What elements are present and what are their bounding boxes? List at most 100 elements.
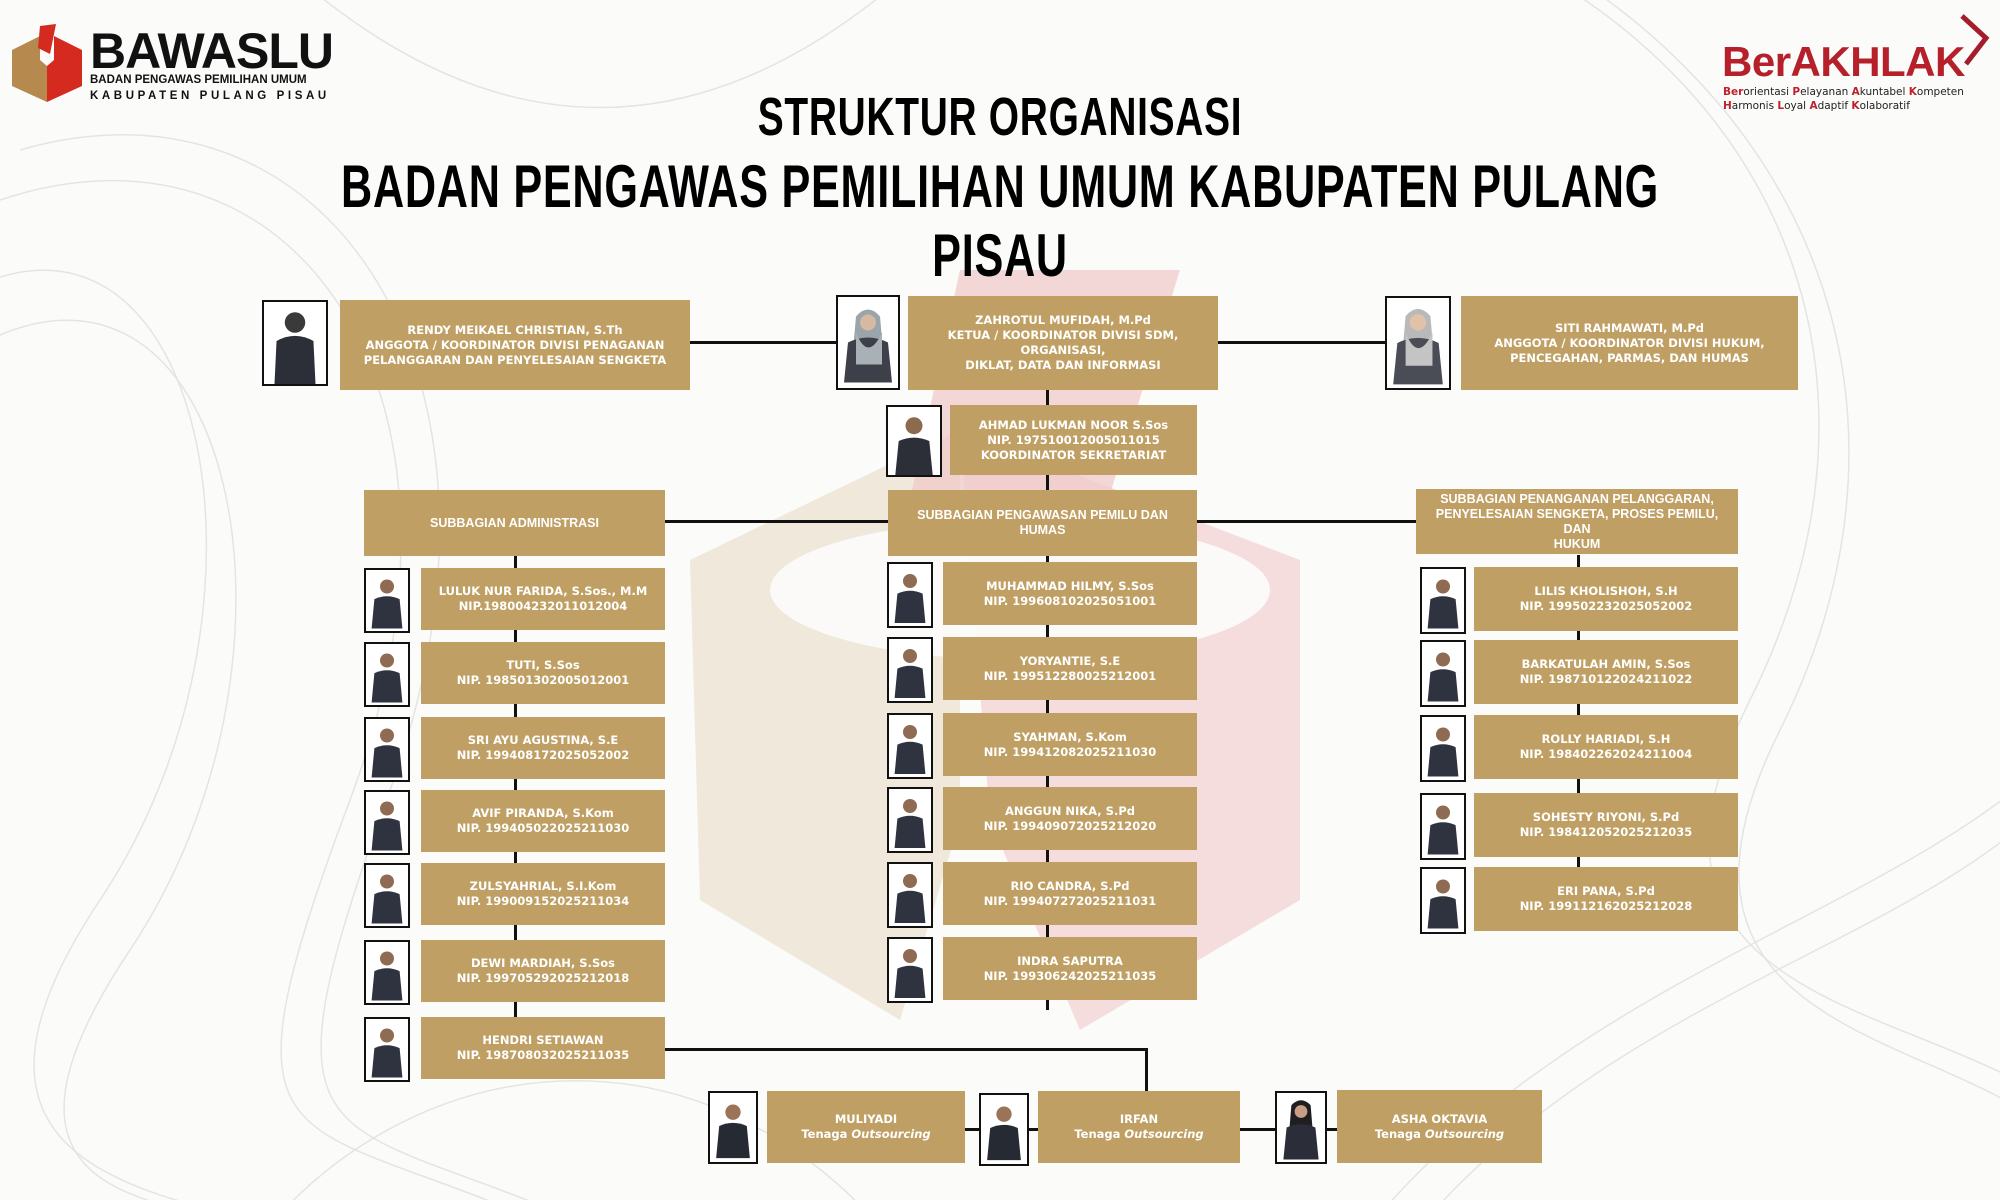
member-name: ZULSYAHRIAL, S.I.Kom — [469, 879, 617, 893]
member-nip: NIP. 199705292025212018 — [456, 971, 630, 985]
member-nip: NIP.198004232011012004 — [458, 599, 628, 613]
avatar — [262, 300, 328, 386]
member-name: ANGGUN NIKA, S.Pd — [1005, 803, 1135, 818]
avatar — [364, 940, 410, 1005]
bawaslu-subtitle: BADAN PENGAWAS PEMILIHAN UMUM — [90, 74, 307, 86]
member-name: SOHESTY RIYONI, S.Pd — [1532, 810, 1680, 824]
avatar — [979, 1093, 1029, 1166]
member-name: MUHAMMAD HILMY, S.Sos — [986, 578, 1154, 593]
member-name: BARKATULAH AMIN, S.Sos — [1521, 657, 1691, 671]
member-name: INDRA SAPUTRA — [1017, 953, 1123, 968]
subdivision-header-penanganan: SUBBAGIAN PENANGANAN PELANGGARAN,PENYELE… — [1416, 489, 1738, 554]
member-nip: NIP. 198710122024211022 — [1519, 672, 1693, 686]
chevron-right-icon — [1960, 14, 1990, 66]
member-name: HENDRI SETIAWAN — [482, 1033, 604, 1047]
member-nip: NIP. 198501302005012001 — [456, 673, 630, 687]
avatar — [887, 862, 933, 928]
avatar — [887, 713, 933, 779]
avatar — [364, 790, 410, 855]
subdivision-header-administrasi: SUBBAGIAN ADMINISTRASI — [364, 490, 665, 556]
member-nip: NIP. 199306242025211035 — [983, 968, 1157, 983]
avatar — [887, 562, 933, 628]
member-nip: NIP. 198708032025211035 — [456, 1048, 630, 1062]
member-nip: NIP. 199502232025052002 — [1519, 599, 1693, 613]
avatar — [887, 637, 933, 703]
berakhlak-logo: BerAKHLAK Berorientasi Pelayanan Akuntab… — [1718, 10, 1998, 120]
member-nip: NIP. 199608102025051001 — [983, 593, 1157, 608]
member-name: SRI AYU AGUSTINA, S.E — [467, 733, 619, 747]
bawaslu-logo: BAWASLU BADAN PENGAWAS PEMILIHAN UMUM KA… — [10, 22, 334, 107]
avatar — [886, 405, 942, 477]
member-nip: NIP. 199512280025212001 — [983, 668, 1157, 683]
member-name: ROLLY HARIADI, S.H — [1541, 732, 1671, 746]
avatar — [708, 1091, 758, 1164]
member-name: YORYANTIE, S.E — [1019, 653, 1121, 668]
connector-line — [1145, 1048, 1148, 1093]
avatar — [364, 863, 410, 928]
member-name: SYAHMAN, S.Kom — [1013, 729, 1127, 744]
avatar — [1420, 640, 1466, 707]
member-nip: NIP. 198402262024211004 — [1519, 747, 1693, 761]
bawaslu-brand: BAWASLU — [90, 23, 334, 79]
member-name: DEWI MARDIAH, S.Sos — [471, 956, 615, 970]
avatar — [1420, 715, 1466, 782]
avatar — [364, 1017, 410, 1082]
member-name: RIO CANDRA, S.Pd — [1010, 878, 1130, 893]
avatar — [1420, 867, 1466, 934]
member-name: LULUK NUR FARIDA, S.Sos., M.M — [438, 584, 648, 598]
connector-line — [690, 341, 840, 344]
avatar — [887, 787, 933, 853]
ballot-box-logo-icon — [12, 24, 82, 102]
connector-line — [664, 1048, 1147, 1051]
avatar — [887, 937, 933, 1003]
berakhlak-tagline-1: Berorientasi Pelayanan Akuntabel Kompete… — [1723, 86, 1964, 98]
avatar — [364, 642, 410, 707]
member-nip: NIP. 199412082025211030 — [983, 744, 1157, 759]
member-nip: NIP. 199407272025211031 — [983, 893, 1157, 908]
member-nip: NIP. 198412052025212035 — [1519, 825, 1693, 839]
avatar — [1420, 567, 1466, 634]
bawaslu-region: KABUPATEN PULANG PISAU — [90, 90, 330, 102]
avatar — [1420, 793, 1466, 860]
avatar — [364, 568, 410, 633]
berakhlak-brand: BerAKHLAK — [1722, 38, 1965, 85]
page-title: STRUKTUR ORGANISASI — [757, 87, 1243, 147]
member-nip: NIP. 199408172025052002 — [456, 748, 630, 762]
member-nip: NIP. 199009152025211034 — [456, 894, 630, 908]
avatar — [364, 717, 410, 782]
avatar — [1385, 296, 1451, 390]
subdivision-header-pengawasan: SUBBAGIAN PENGAWASAN PEMILU DAN HUMAS — [888, 490, 1197, 556]
member-name: LILIS KHOLISHOH, S.H — [1534, 584, 1678, 598]
connector-line — [1216, 341, 1388, 344]
member-nip: NIP. 199409072025212020 — [983, 818, 1157, 833]
connector-line — [1046, 390, 1049, 1010]
berakhlak-tagline-2: Harmonis Loyal Adaptif Kolaboratif — [1723, 100, 1910, 112]
member-name: TUTI, S.Sos — [506, 658, 580, 672]
member-name: AVIF PIRANDA, S.Kom — [472, 806, 614, 820]
page-subtitle: BADAN PENGAWAS PEMILIHAN UMUM KABUPATEN … — [341, 153, 1659, 289]
